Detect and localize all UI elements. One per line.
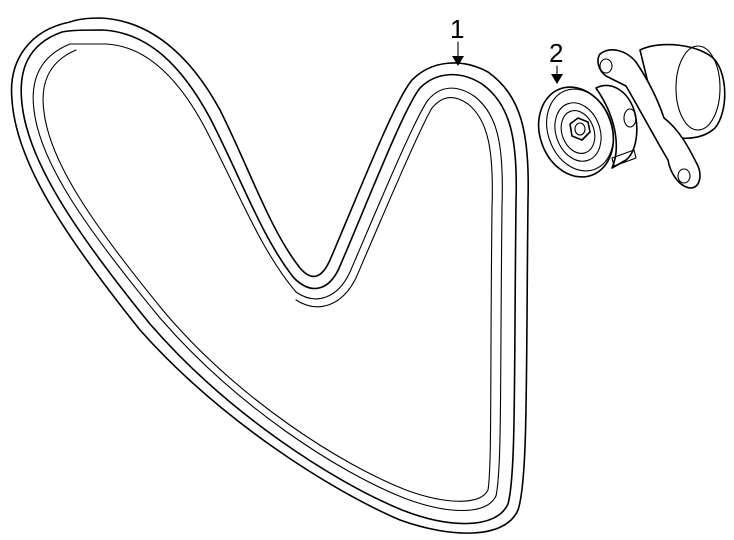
bolt-head-icon	[569, 117, 591, 141]
belt-tensioner[interactable]	[526, 43, 726, 189]
callout-label-2: 2	[549, 38, 563, 68]
serpentine-belt[interactable]	[10, 17, 530, 534]
arrow-head-icon	[452, 56, 464, 66]
callout-1: 1	[450, 14, 464, 66]
callout-label-1: 1	[450, 14, 464, 44]
arrow-head-icon	[551, 74, 563, 84]
callout-2: 2	[549, 38, 563, 84]
